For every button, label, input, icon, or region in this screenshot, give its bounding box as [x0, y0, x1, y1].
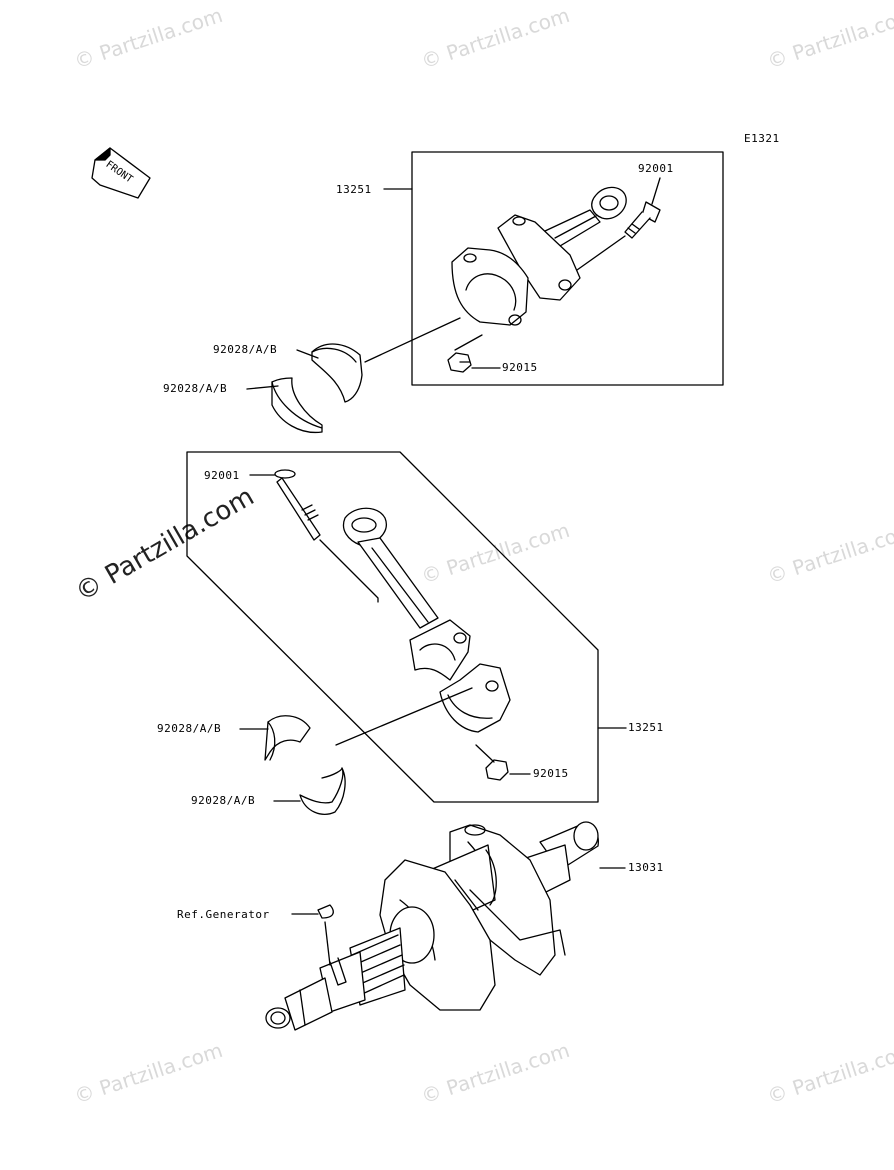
- label-92028-top-2[interactable]: 92028/A/B: [163, 382, 228, 395]
- woodruff-key: [317, 904, 334, 919]
- middle-bearing-shell-1: [264, 715, 311, 761]
- label-92015-mid[interactable]: 92015: [533, 767, 569, 780]
- top-bearing-shell-1: [311, 343, 363, 403]
- label-92028-mid-1[interactable]: 92028/A/B: [157, 722, 222, 735]
- middle-bearing-cap: [439, 663, 511, 733]
- diagram-code: E1321: [744, 132, 780, 145]
- middle-bearing-shell-2: [299, 767, 346, 815]
- label-92001-top[interactable]: 92001: [638, 162, 674, 175]
- middle-bolt: [274, 469, 321, 541]
- top-nut: [447, 352, 472, 373]
- label-92015-top[interactable]: 92015: [502, 361, 538, 374]
- label-92028-top-1[interactable]: 92028/A/B: [213, 343, 278, 356]
- label-92001-mid[interactable]: 92001: [204, 469, 240, 482]
- label-13031[interactable]: 13031: [628, 861, 664, 874]
- label-13251-top[interactable]: 13251: [336, 183, 372, 196]
- label-ref-generator[interactable]: Ref.Generator: [177, 908, 270, 921]
- top-conrod-box: [383, 151, 724, 386]
- label-92028-mid-2[interactable]: 92028/A/B: [191, 794, 256, 807]
- top-bearing-shell-2: [271, 377, 323, 434]
- top-bolt: [624, 201, 661, 239]
- label-13251-mid[interactable]: 13251: [628, 721, 664, 734]
- top-connecting-rod: [451, 186, 627, 326]
- front-arrow-icon: [91, 147, 151, 199]
- crankshaft: [265, 821, 599, 1031]
- middle-conrod-box: [186, 451, 627, 803]
- middle-connecting-rod: [342, 507, 471, 681]
- middle-nut: [485, 759, 509, 781]
